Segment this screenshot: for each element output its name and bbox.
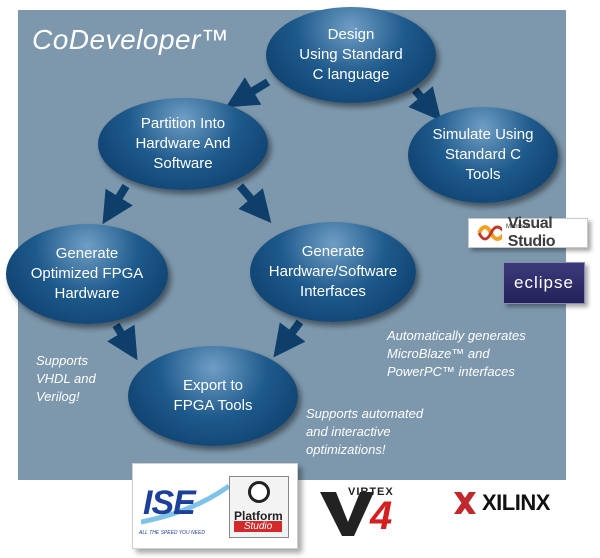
ise-platform-studio-logo: ISE ALL THE SPEED YOU NEED Platform Stud… (132, 463, 298, 549)
visual-studio-name: Visual Studio (507, 215, 556, 250)
node-generate-fpga: Generate Optimized FPGA Hardware (6, 224, 168, 324)
platform-studio-badge: Platform Studio (229, 476, 289, 538)
visual-studio-microsoft-label: Microsoft (506, 224, 531, 230)
arrow-partition-to-fpga (102, 183, 133, 225)
arrow-design-to-partition (225, 77, 271, 108)
arrow-design-to-simulate (408, 86, 442, 121)
xilinx-mark-icon (454, 492, 476, 514)
node-design: Design Using Standard C language (266, 7, 436, 103)
virtex-label: VIRTEX (348, 486, 394, 498)
virtex-logo: VIRTEX 4 (318, 482, 430, 542)
ise-tagline: ALL THE SPEED YOU NEED (139, 530, 205, 536)
arrow-interfaces-to-export (273, 319, 306, 358)
ise-label: ISE (143, 484, 196, 522)
ise-swoosh-icon (141, 483, 231, 525)
note-interfaces: Automatically generates MicroBlaze™ and … (387, 328, 526, 379)
platform-studio-line2: Studio (234, 521, 282, 532)
xilinx-label: XILINX (482, 490, 550, 515)
virtex-v-icon (320, 492, 374, 536)
arrow-fpga-to-export (107, 322, 138, 361)
visual-studio-icon (477, 225, 502, 241)
note-vhdl-verilog: Supports VHDL and Verilog! (36, 353, 96, 404)
eclipse-label: eclipse (514, 273, 574, 292)
arrow-partition-to-interfaces (236, 183, 272, 223)
note-optimizations: Supports automated and interactive optim… (306, 406, 424, 457)
xilinx-logo: XILINX (452, 488, 562, 518)
node-partition: Partition Into Hardware And Software (98, 98, 268, 190)
eclipse-logo: eclipse (503, 262, 585, 304)
node-simulate: Simulate Using Standard C Tools (408, 107, 558, 203)
virtex-number: 4 (370, 494, 393, 538)
platform-studio-line1: Platform (234, 509, 283, 523)
platform-studio-icon (248, 481, 270, 503)
node-generate-interfaces: Generate Hardware/Software Interfaces (250, 222, 416, 322)
visual-studio-logo: Microsoft Visual Studio (468, 215, 588, 250)
diagram-title: CoDeveloper™ (32, 24, 230, 55)
node-export: Export to FPGA Tools (128, 346, 298, 446)
